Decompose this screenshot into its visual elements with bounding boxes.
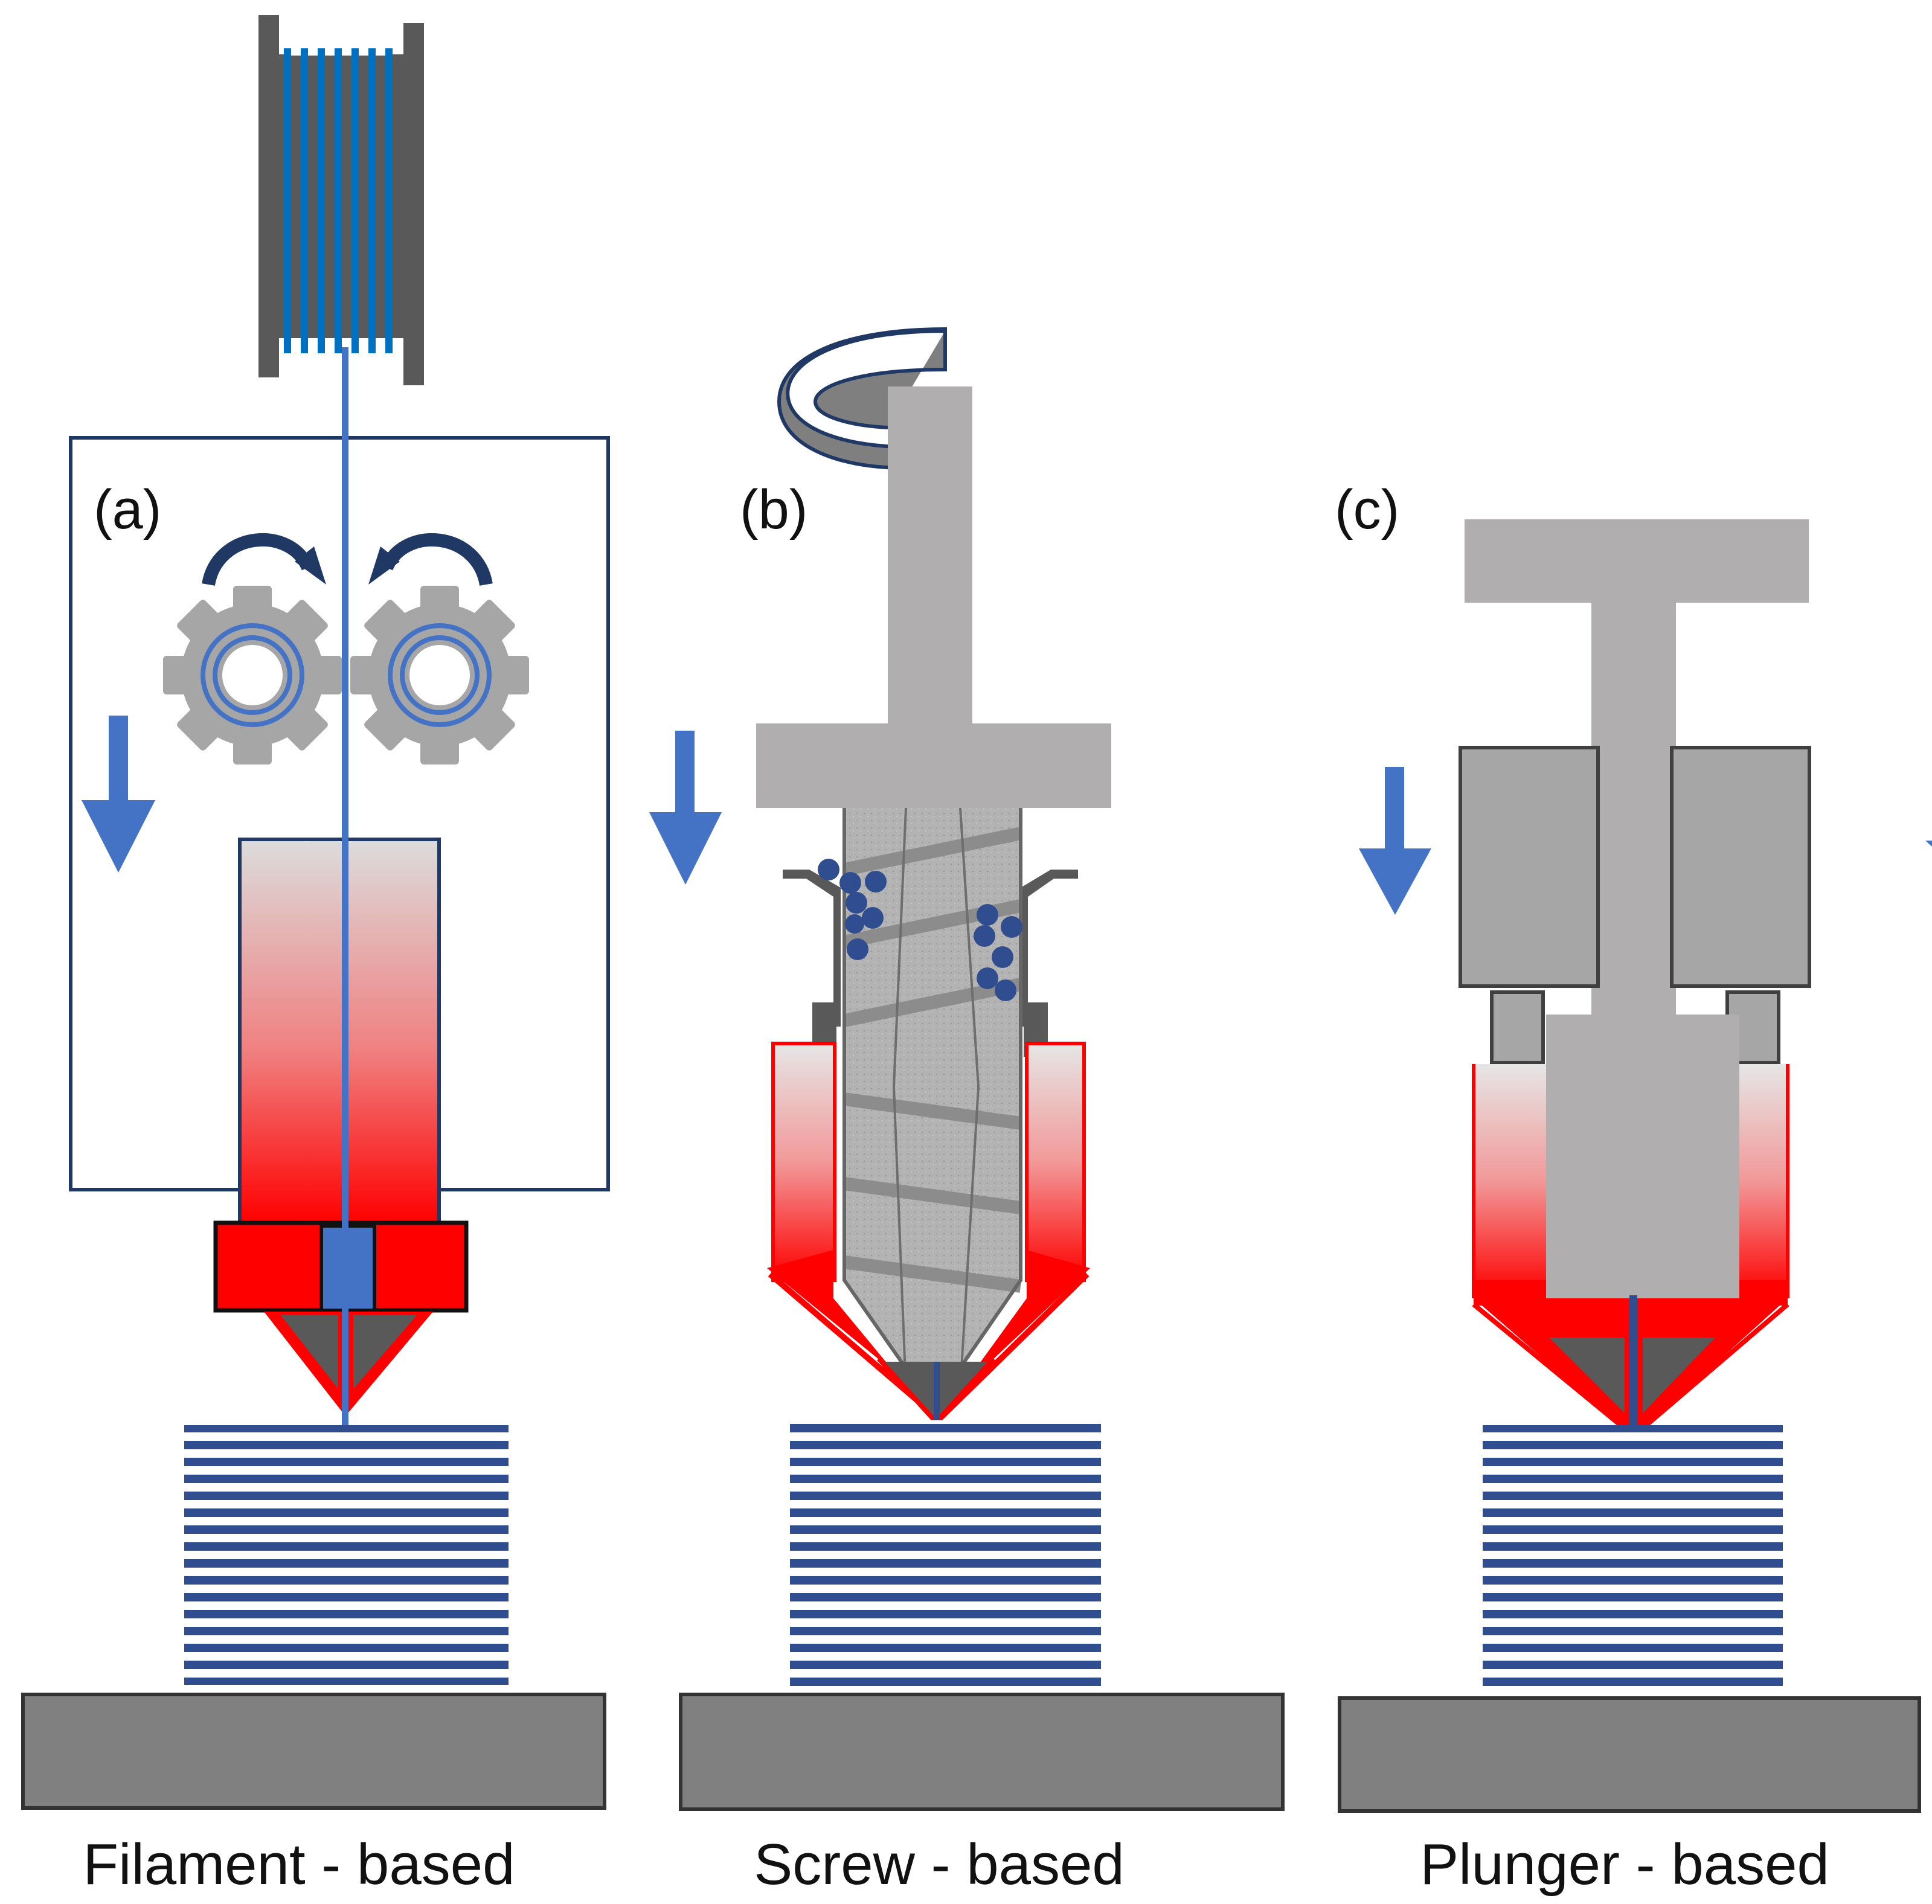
panel-c-plunger (1338, 519, 1932, 1813)
panel-a-filament (21, 15, 610, 1810)
drive-gear-right-icon (350, 586, 529, 764)
feed-direction-arrow-b-icon (649, 731, 722, 885)
plunger-clamps (1459, 746, 1811, 1065)
feed-direction-arrow-c-icon (1359, 767, 1431, 915)
build-platform (21, 1693, 606, 1810)
filament-strand (342, 347, 348, 1443)
drive-gear-left-icon (163, 586, 342, 764)
heated-barrel (238, 838, 441, 1225)
printed-layers (184, 1425, 509, 1685)
feed-direction-arrow-icon (82, 716, 155, 873)
printed-layers-c (1483, 1425, 1783, 1691)
build-platform-b (679, 1693, 1285, 1811)
panel-label-c: (c) (1335, 479, 1400, 540)
gear-rotation-arrows-icon (202, 533, 493, 586)
printed-layers-b (790, 1420, 1101, 1689)
filament-spool-icon (258, 15, 424, 385)
heater-block (213, 1220, 469, 1313)
screw-nozzle-tip (877, 1357, 995, 1426)
polymer-pellets (818, 859, 1022, 1001)
edge-arrow-fragment-icon (1925, 841, 1932, 847)
panel-b-screw (649, 327, 1285, 1811)
caption-filament: Filament - based (83, 1832, 515, 1897)
plunger-rod (1465, 519, 1809, 1025)
build-platform-c (1338, 1696, 1921, 1813)
plunger-barrel (1546, 1015, 1739, 1298)
panel-label-b: (b) (740, 479, 808, 540)
screw-rotation-arrow-icon (777, 327, 951, 486)
caption-screw: Screw - based (754, 1832, 1125, 1897)
screw-drive-shaft (756, 386, 1111, 808)
caption-plunger: Plunger - based (1420, 1832, 1829, 1897)
plunger-nozzle (1472, 1295, 1789, 1440)
extrusion-screw (842, 807, 1022, 1411)
panel-label-a: (a) (94, 479, 162, 540)
